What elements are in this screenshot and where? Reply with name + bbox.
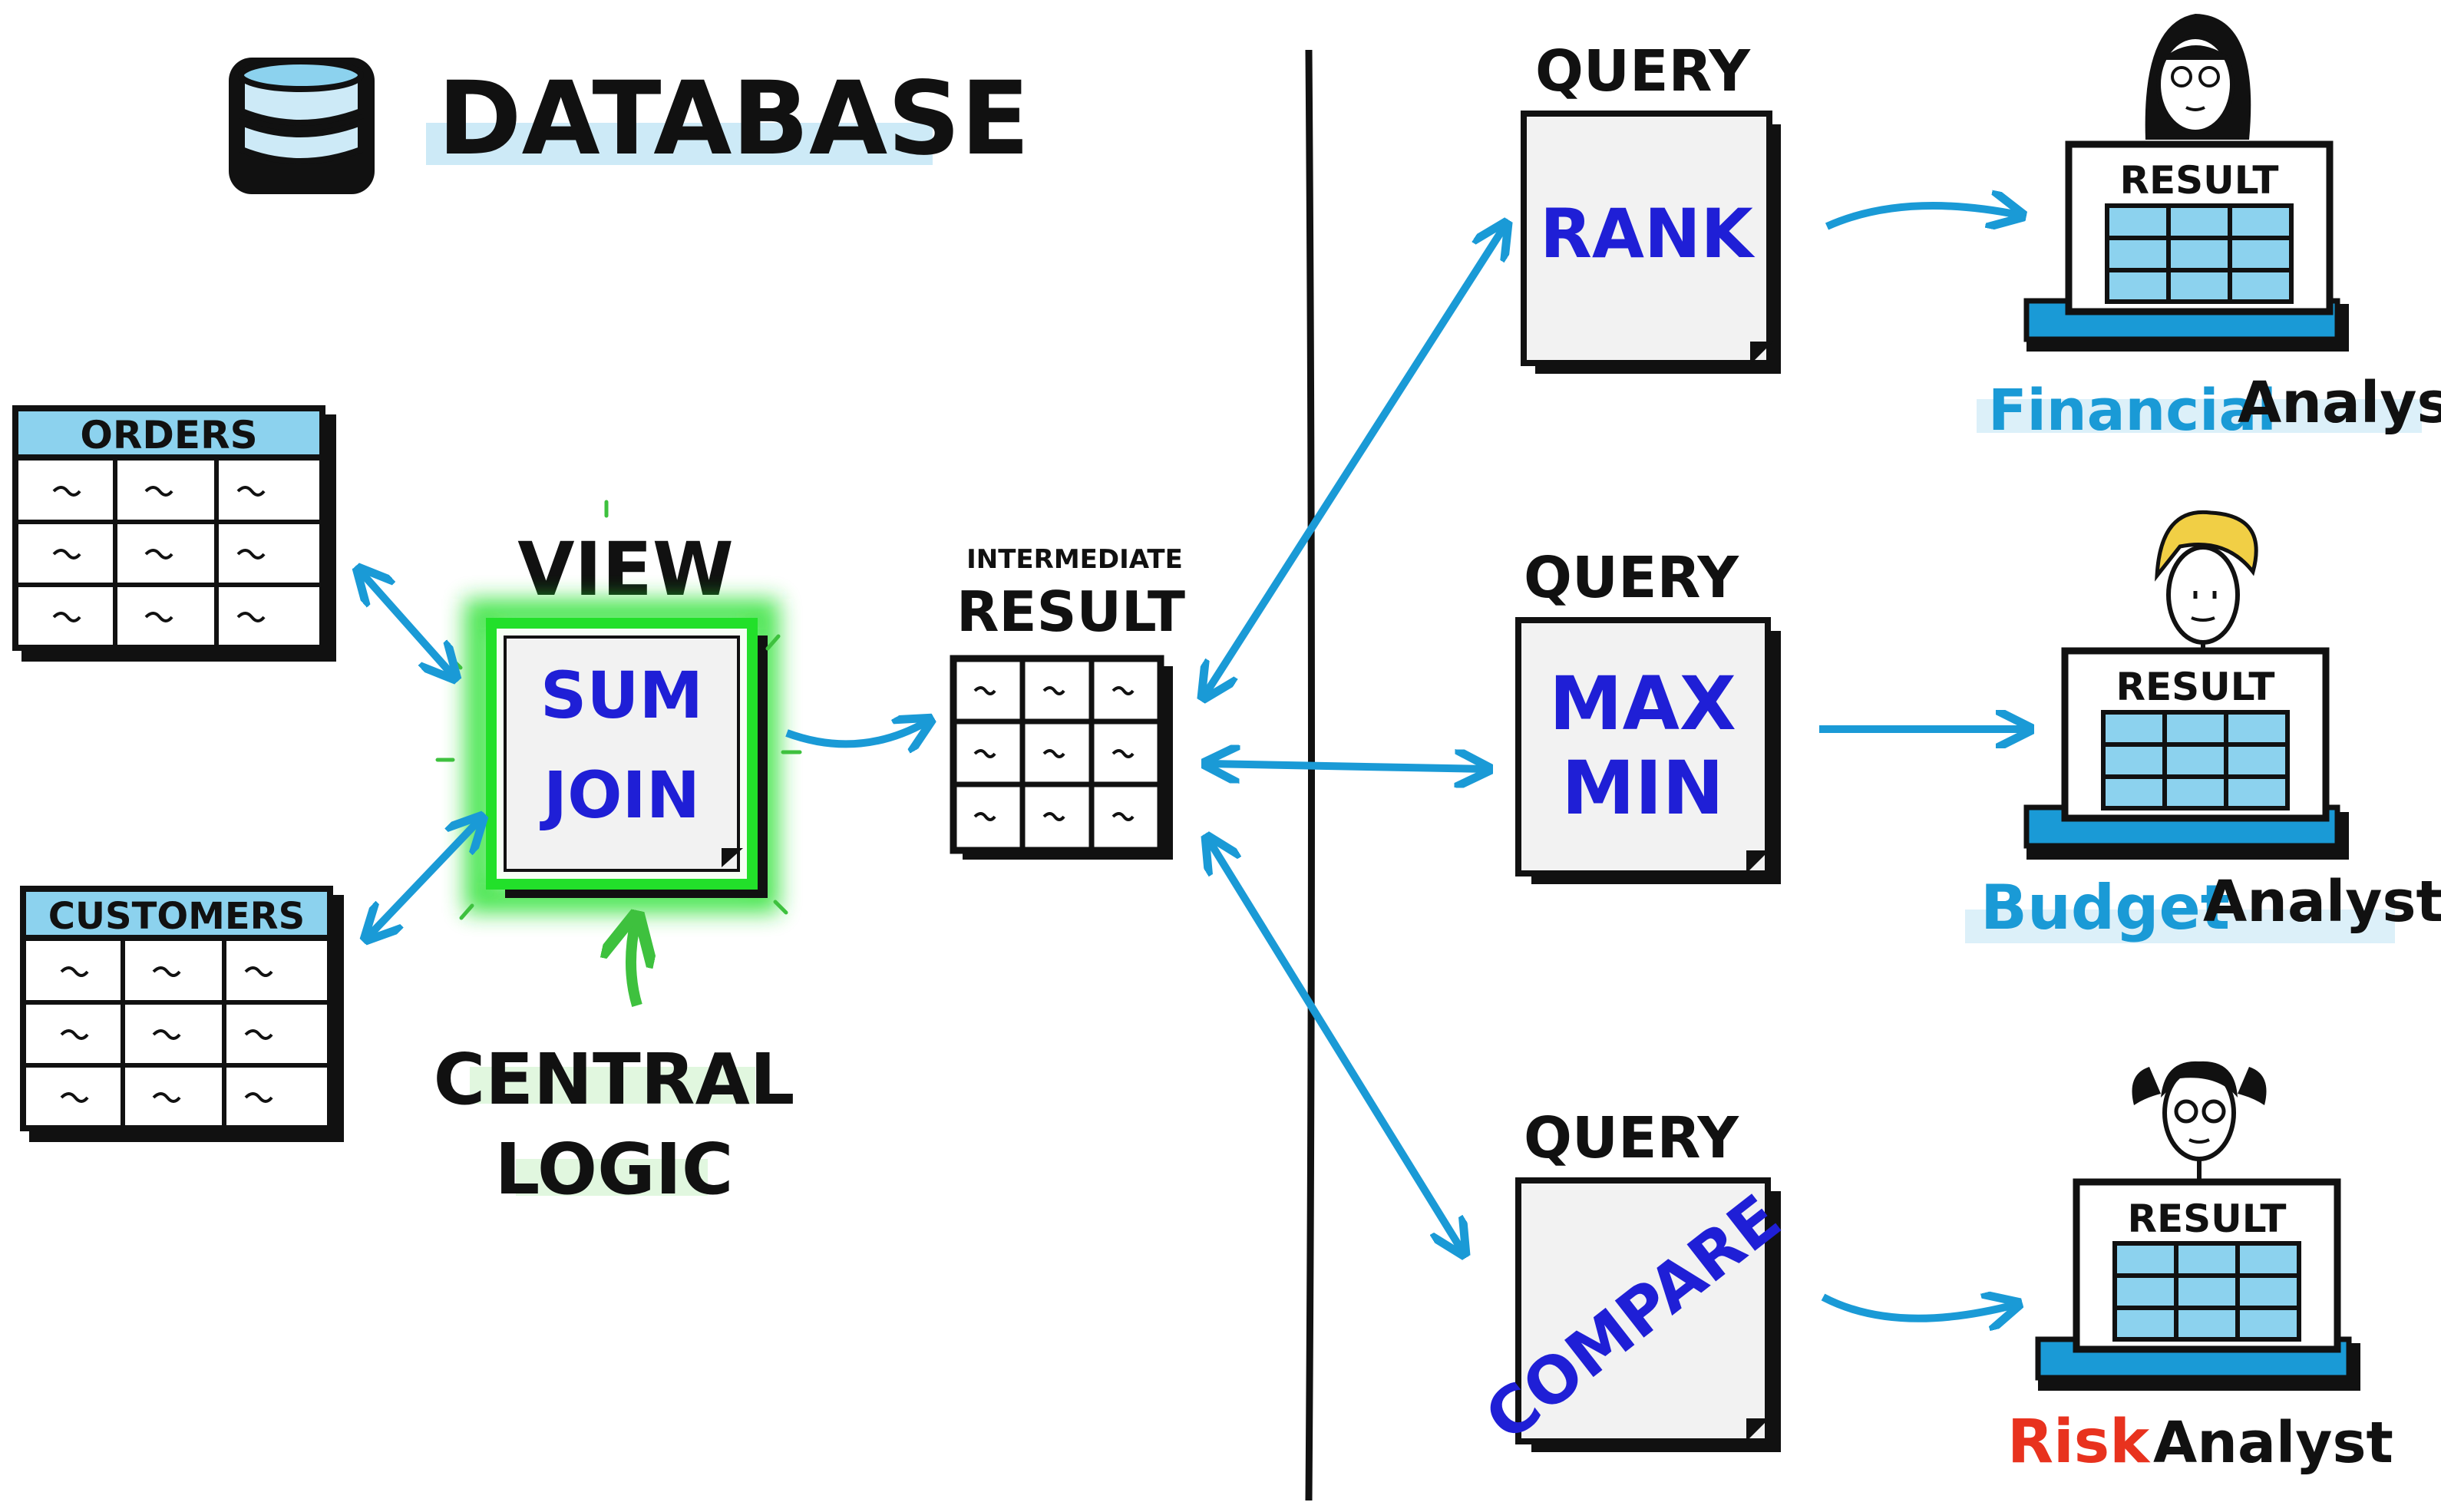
query-maxmin-title: QUERY: [1524, 545, 1739, 611]
query-maxmin-line-2: MIN: [1561, 745, 1724, 831]
central-logic-arrow: [631, 921, 637, 1008]
customers-table: CUSTOMERS: [20, 886, 344, 1142]
query-maxmin-line-1: MAX: [1549, 661, 1736, 747]
customers-view-arrow: [368, 820, 480, 936]
view-line-1: SUM: [540, 658, 703, 733]
title-highlight: [426, 123, 933, 165]
financial-analyst: RESULT Financial Analyst: [1977, 14, 2441, 444]
section-divider: [1305, 49, 1315, 1501]
intermediate-label: RESULT: [956, 579, 1185, 644]
result-label-1: RESULT: [2120, 158, 2279, 203]
result-label-2: RESULT: [2116, 665, 2275, 709]
analyst-avatar-3: [2132, 1061, 2267, 1193]
orders-view-arrow: [361, 572, 453, 675]
compare-result-arrow: [1821, 1297, 2015, 1319]
orders-table-label: ORDERS: [80, 413, 257, 457]
query-compare-title: QUERY: [1524, 1105, 1739, 1171]
budget-analyst: RESULT Budget Analyst: [1965, 510, 2441, 943]
page-title: DATABASE: [438, 60, 1029, 178]
query-compare: QUERY COMPARE: [1472, 1105, 1795, 1456]
central-logic-line-2: LOGIC: [495, 1128, 734, 1210]
rank-result-arrow: [1825, 206, 2019, 226]
analyst-type-1: Financial: [1988, 378, 2277, 444]
query-rank-title: QUERY: [1535, 38, 1751, 104]
central-logic-caption: CENTRAL LOGIC: [434, 921, 795, 1210]
analyst-avatar-1: [2145, 14, 2251, 140]
risk-analyst: RESULT Risk Analyst: [2007, 1061, 2393, 1477]
database-header: DATABASE: [229, 58, 1029, 194]
result-label-3: RESULT: [2128, 1197, 2287, 1241]
analyst-suffix-2: Analyst: [2203, 869, 2441, 935]
analyst-type-2: Budget: [1980, 872, 2230, 943]
view-line-2: JOIN: [540, 758, 700, 833]
intermediate-rank-arrow: [1205, 226, 1505, 695]
analyst-suffix-1: Analyst: [2238, 370, 2441, 436]
intermediate-maxmin-arrow: [1209, 764, 1485, 769]
database-cylinder-icon: [229, 58, 375, 194]
view-intermediate-arrow: [785, 721, 927, 744]
query-rank: QUERY RANK: [1521, 38, 1781, 374]
customers-table-label: CUSTOMERS: [48, 895, 305, 938]
query-maxmin: QUERY MAX MIN: [1515, 545, 1781, 884]
view-title: VIEW: [517, 527, 733, 612]
analyst-avatar-2: [2155, 510, 2258, 681]
intermediate-result: INTERMEDIATE RESULT: [950, 544, 1185, 860]
analyst-suffix-3: Analyst: [2153, 1410, 2393, 1476]
query-rank-line-1: RANK: [1540, 194, 1756, 273]
central-logic-line-1: CENTRAL: [434, 1038, 795, 1121]
analyst-type-3: Risk: [2007, 1408, 2151, 1477]
intermediate-compare-arrow: [1209, 840, 1462, 1251]
orders-table: ORDERS: [12, 405, 336, 662]
intermediate-small-label: INTERMEDIATE: [966, 544, 1183, 575]
view-box: VIEW SUM JOIN: [435, 500, 802, 920]
